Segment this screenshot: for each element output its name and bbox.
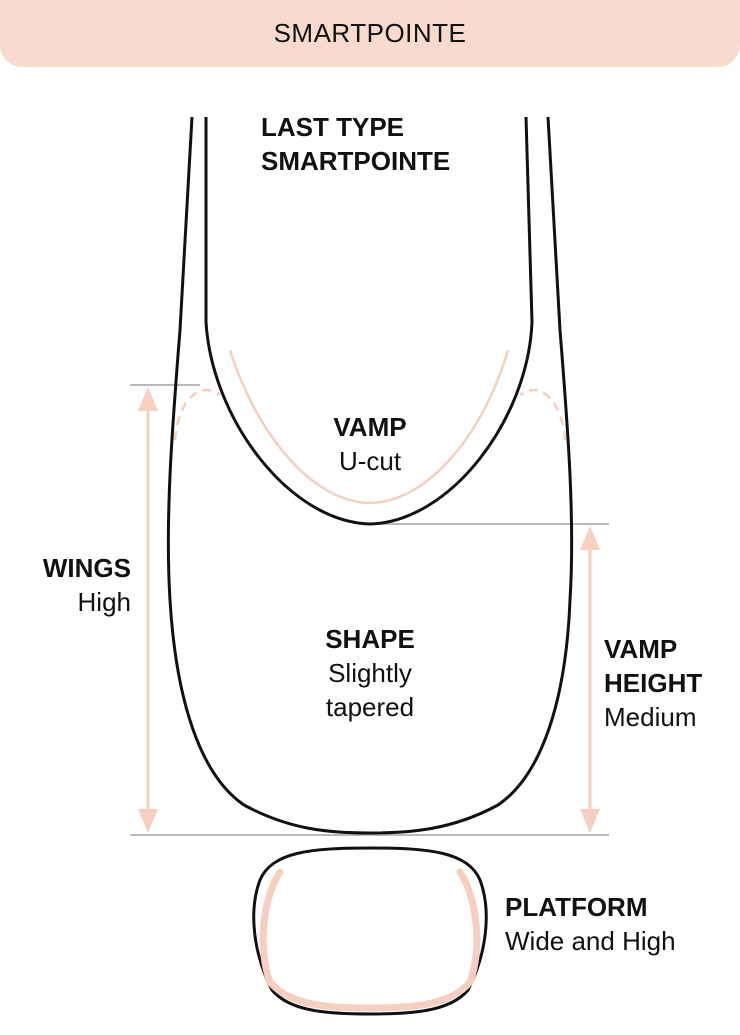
platform-title: PLATFORM [505,892,648,922]
vamp-height-arrow [580,526,600,833]
left-wing-dashed-curve [173,388,221,441]
wings-value: High [77,587,131,617]
header-title: SMARTPOINTE [273,18,467,48]
last-type-title: LAST TYPE [261,112,405,142]
vamp-height-label: VAMP HEIGHT Medium [604,632,702,734]
last-type-value: SMARTPOINTE [261,146,451,176]
vamp-label: VAMP U-cut [300,410,440,478]
shape-value-line1: Slightly [328,658,412,688]
vamp-height-value: Medium [604,702,697,732]
shoe-outer-outline [166,116,574,835]
shape-label: SHAPE Slightly tapered [290,622,450,724]
vamp-height-title-line2: HEIGHT [604,668,703,698]
platform-value: Wide and High [505,926,676,956]
wings-label: WINGS High [0,551,131,619]
shape-value-line2: tapered [325,692,415,722]
platform-label: PLATFORM Wide and High [505,890,676,958]
vamp-u-cut-outline [204,116,534,526]
platform-peach-edge [259,868,481,1012]
wings-height-arrow [138,387,158,833]
last-type-label: LAST TYPE SMARTPOINTE [261,110,450,178]
platform-shape [252,846,488,1016]
shape-title: SHAPE [325,624,415,654]
wings-title: WINGS [42,553,131,583]
right-wing-dashed-curve [519,388,567,441]
header-banner: SMARTPOINTE [0,0,740,67]
vamp-height-title-line1: VAMP [604,634,678,664]
vamp-binding-curve [228,349,510,505]
vamp-title: VAMP [333,412,407,442]
vamp-value: U-cut [338,446,402,476]
